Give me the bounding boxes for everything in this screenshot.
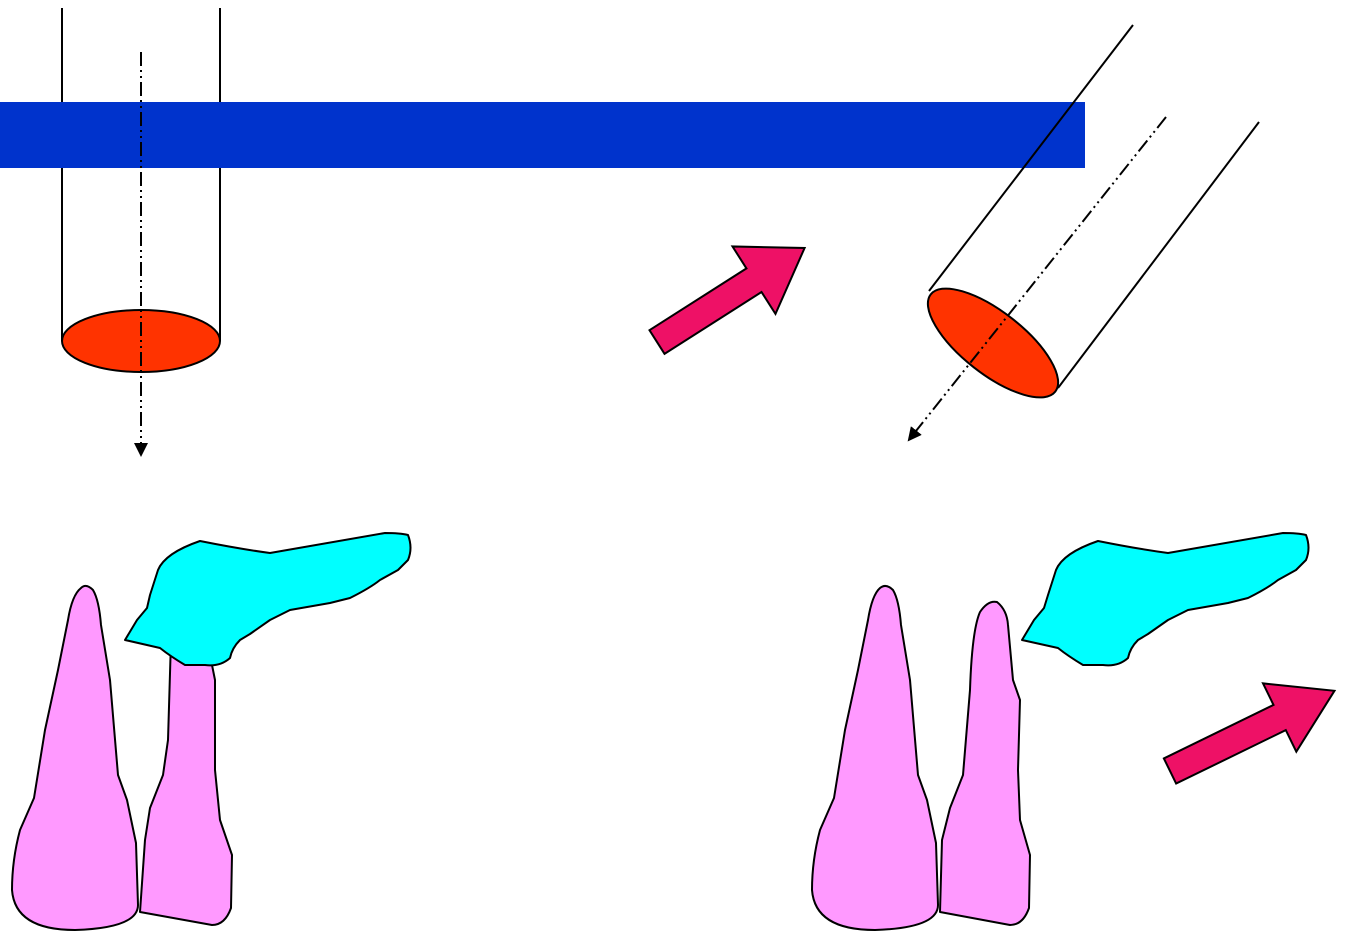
blue-bar bbox=[0, 102, 1085, 168]
block-arrow-icon bbox=[636, 214, 827, 375]
right-tooth-2 bbox=[940, 602, 1030, 925]
right-beam-end bbox=[912, 270, 1075, 416]
right-overlapping-structure bbox=[1022, 533, 1309, 665]
left-overlapping-structure bbox=[125, 533, 411, 665]
block-arrow-icon bbox=[1153, 657, 1348, 806]
left-tooth-1 bbox=[12, 586, 138, 930]
right-tooth-1 bbox=[812, 586, 938, 930]
left-tooth-2 bbox=[140, 630, 232, 925]
